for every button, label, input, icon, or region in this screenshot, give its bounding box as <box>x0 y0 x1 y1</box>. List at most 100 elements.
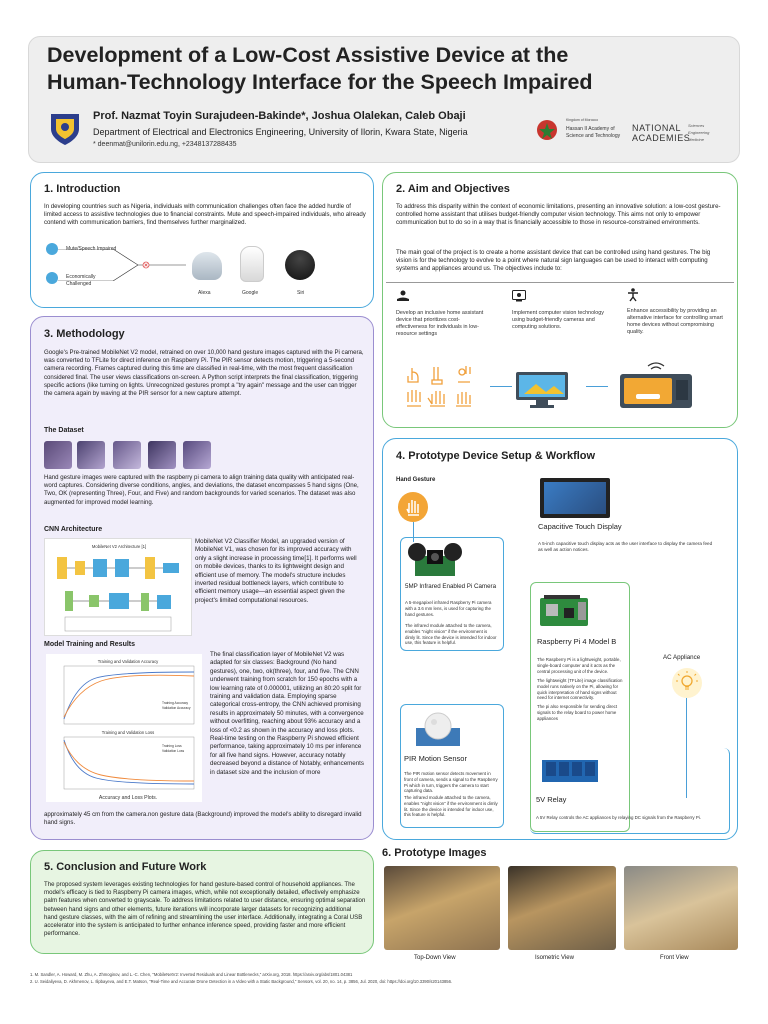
training-title: Model Training and Results <box>44 641 136 648</box>
legend-train-acc: Training Accuracy <box>162 701 188 705</box>
pir-text-2: The infrared module attached to the came… <box>404 795 498 818</box>
nas-side1: Sciences <box>688 123 705 128</box>
conclusion-panel <box>30 850 374 954</box>
academy-line1: Kingdom of Morocco <box>566 118 599 122</box>
hand-gesture-label: Hand Gesture <box>396 477 436 483</box>
display-title: Capacitive Touch Display <box>538 522 622 531</box>
arrow-screen-to-microwave <box>586 386 608 387</box>
pi-box-border <box>530 582 630 832</box>
pi-text-3: The pi also responsible for sending dire… <box>537 704 618 721</box>
dataset-title: The Dataset <box>44 427 84 434</box>
objective-1: Develop an inclusive home assistant devi… <box>396 310 484 337</box>
methodology-title: 3. Methodology <box>44 328 125 340</box>
plots-caption: Accuracy and Loss Plots. <box>99 795 157 801</box>
pi-text-2: The lightweight (TFLite) image classific… <box>537 678 623 701</box>
acc-plot-frame <box>63 665 195 725</box>
camera-box-border <box>400 537 504 651</box>
caption-isometric: Isometric View <box>535 955 574 961</box>
hand-gesture-icon <box>398 492 428 522</box>
appliance-title: AC Appliance <box>663 654 701 661</box>
camera-text-1: A 5-megapixel infrared Raspberry Pi came… <box>405 600 492 617</box>
training-plots: Training and Validation Accuracy Trainin… <box>46 654 202 802</box>
intro-panel <box>30 172 374 308</box>
train-loss-line <box>63 739 195 785</box>
dataset-sample-4 <box>148 441 176 469</box>
reference-2: 2. U. Seidaliyeva, D. Akhmenov, L. Ilipb… <box>30 979 453 984</box>
label-econ2: Challenged <box>66 281 92 287</box>
gesture-connector <box>413 522 417 542</box>
university-logo <box>47 111 83 147</box>
light-bulb-icon <box>672 668 702 698</box>
google-device-image <box>240 246 264 282</box>
accessibility-icon <box>627 288 639 302</box>
intro-title: 1. Introduction <box>44 183 121 195</box>
academy-line3: Science and Technology <box>566 133 621 139</box>
val-acc-line <box>63 674 195 718</box>
camera-title: 5MP Infrared Enabled Pi Camera <box>405 583 497 590</box>
prototype-photo-top-down <box>384 866 500 950</box>
poster-title-line1: Development of a Low-Cost Assistive Devi… <box>47 43 569 67</box>
legend-val-loss: Validation Loss <box>162 749 184 753</box>
acc-plot-title: Training and Validation Accuracy <box>98 659 159 664</box>
inclusive-hand-icon <box>396 289 410 301</box>
label-google: Google <box>242 290 259 296</box>
reference-1: 1. M. Sandler, A. Howard, M. Zhu, A. Zhm… <box>30 972 353 977</box>
caption-top-down: Top-Down View <box>414 955 456 961</box>
pi-title: Raspberry Pi 4 Model B <box>537 637 617 646</box>
prototype-photo-isometric <box>508 866 616 950</box>
training-text-tail: approximately 45 cm from the camera.non … <box>44 811 362 827</box>
cnn-architecture-diagram: MobileNet V2 Architecture [1] <box>44 538 192 636</box>
nas-side3: Medicine <box>688 137 705 142</box>
arrow-hand-to-screen <box>490 386 512 387</box>
cnn-text: MobileNet V2 Classifier Model, an upgrad… <box>195 538 357 604</box>
dataset-sample-3 <box>113 441 141 469</box>
authors: Prof. Nazmat Toyin Surajudeen-Bakinde*, … <box>93 110 466 122</box>
alexa-device-image <box>192 252 222 280</box>
pi-camera-image <box>405 540 465 578</box>
images-title: 6. Prototype Images <box>382 847 487 859</box>
train-acc-line <box>63 671 195 720</box>
prototype-photo-front <box>624 866 738 950</box>
siri-device-image <box>285 250 315 280</box>
intro-text: In developing countries such as Nigeria,… <box>44 203 366 227</box>
aim-title: 2. Aim and Objectives <box>396 183 510 195</box>
speech-impaired-icon <box>46 243 58 255</box>
microwave-icon <box>614 360 698 410</box>
aim-text1: To address this disparity within the con… <box>396 203 721 227</box>
hand-signs-grid <box>404 362 484 410</box>
label-econ1: Economically <box>66 274 96 280</box>
academy-line2: Hassan II Academy of <box>566 126 615 132</box>
loss-plot-frame <box>63 736 195 790</box>
objective-3: Enhance accessibility by providing an al… <box>627 308 723 335</box>
nas-side2: Engineering <box>688 130 710 135</box>
relay-image <box>540 754 600 784</box>
dataset-text: Hand gesture images were captured with t… <box>44 474 359 506</box>
raspberry-pi-image <box>538 592 590 628</box>
camera-text-2: The infrared module attached to the came… <box>405 623 497 646</box>
loss-plot-title: Training and Validation Loss <box>102 730 154 735</box>
conclusion-title: 5. Conclusion and Future Work <box>44 861 207 873</box>
touch-display-image <box>540 478 610 518</box>
caption-front: Front View <box>660 955 689 961</box>
cnn-diagram-label: MobileNet V2 Architecture [1] <box>92 544 146 549</box>
nas-logo-line1: NATIONAL <box>632 123 682 133</box>
pir-text-1: The PIR motion sensor detects movement i… <box>404 771 498 794</box>
pi-text-1: The Raspberry Pi is a lightweight, porta… <box>537 657 621 674</box>
aim-text2: The main goal of the project is to creat… <box>396 249 711 273</box>
dataset-sample-5 <box>183 441 211 469</box>
dataset-sample-1 <box>44 441 72 469</box>
pir-title: PIR Motion Sensor <box>404 754 467 763</box>
nas-logo-line2: ACADEMIES <box>632 133 691 143</box>
objective-2: Implement computer vision technology usi… <box>512 310 604 330</box>
legend-val-acc: Validation Accuracy <box>162 706 191 710</box>
legend-train-loss: Training Loss <box>162 744 182 748</box>
objectives-divider <box>386 282 734 283</box>
val-loss-line <box>63 741 195 782</box>
dataset-sample-2 <box>77 441 105 469</box>
header-panel <box>28 36 740 163</box>
morocco-crest-icon <box>535 117 559 143</box>
training-text: The final classification layer of Mobile… <box>210 651 364 776</box>
display-text: A 5-inch capacitive touch display acts a… <box>538 541 713 552</box>
monitor-icon <box>512 370 572 410</box>
label-siri: Siri <box>297 290 305 296</box>
